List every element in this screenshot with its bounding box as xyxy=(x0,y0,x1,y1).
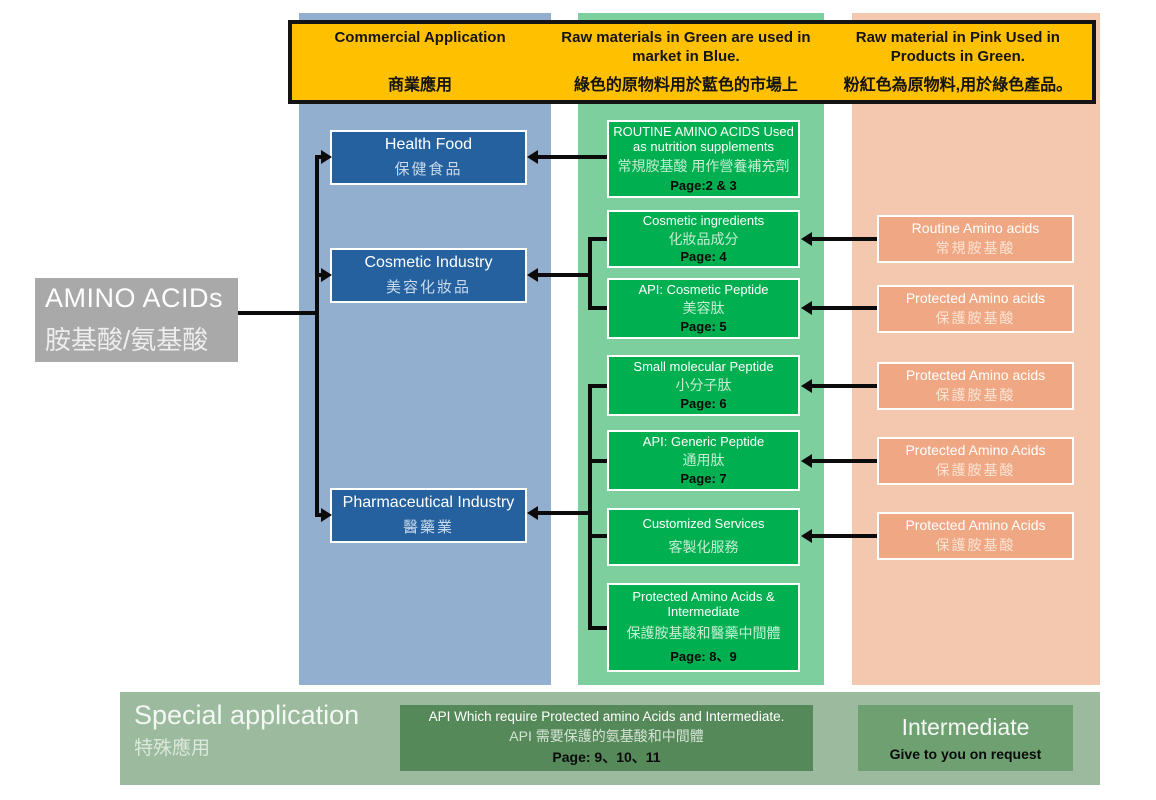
green-box-page: Page: 4 xyxy=(680,248,727,264)
root-title-zh: 胺基酸/氨基酸 xyxy=(45,324,209,355)
box-routine-amino-acids-supplements: ROUTINE AMINO ACIDS Used as nutrition su… xyxy=(607,120,800,198)
green-box-zh: 通用肽 xyxy=(682,452,725,469)
box-pharmaceutical-industry-en: Pharmaceutical Industry xyxy=(342,494,515,511)
box-health-food: Health Food 保健食品 xyxy=(330,130,527,185)
api-special-line1: API Which require Protected amino Acids … xyxy=(428,709,785,725)
box-cosmetic-industry-zh: 美容化妝品 xyxy=(385,279,471,296)
box-cosmetic-industry: Cosmetic Industry 美容化妝品 xyxy=(330,248,527,303)
column-pink-raw-materials xyxy=(852,13,1100,685)
legend-green-rule: Raw materials in Green are used in marke… xyxy=(548,24,824,100)
box-intermediate: Intermediate Give to you on request xyxy=(858,705,1073,771)
intermediate-subtitle: Give to you on request xyxy=(889,746,1042,762)
green-box-en: Cosmetic ingredients xyxy=(642,213,765,229)
green-box-zh: 常規胺基酸 用作營養補充劑 xyxy=(617,158,790,175)
root-box-amino-acids: AMINO ACIDs 胺基酸/氨基酸 xyxy=(35,278,238,362)
legend-pink-rule-zh: 粉紅色為原物料,用於綠色產品。 xyxy=(843,76,1073,94)
box-api-generic-peptide: API: Generic Peptide 通用肽 Page: 7 xyxy=(607,430,800,491)
box-cosmetic-industry-en: Cosmetic Industry xyxy=(364,254,493,271)
legend-banner: Commercial Application 商業應用 Raw material… xyxy=(288,20,1096,104)
pink-box-en: Routine Amino acids xyxy=(911,219,1040,236)
box-raw-routine-amino-acids: Routine Amino acids 常規胺基酸 xyxy=(877,215,1074,263)
box-health-food-zh: 保健食品 xyxy=(394,161,463,178)
pink-box-zh: 保護胺基酸 xyxy=(935,462,1016,479)
green-box-page: Page: 8、9 xyxy=(670,648,737,664)
green-box-page: Page: 5 xyxy=(680,319,727,335)
green-box-en: API: Cosmetic Peptide xyxy=(638,281,769,297)
green-box-en: API: Generic Peptide xyxy=(642,433,765,449)
box-api-cosmetic-peptide: API: Cosmetic Peptide 美容肽 Page: 5 xyxy=(607,278,800,339)
green-box-en: Customized Services xyxy=(642,516,765,532)
green-box-zh: 保護胺基酸和醫藥中間體 xyxy=(626,624,781,641)
green-box-page: Page:2 & 3 xyxy=(670,177,737,193)
pink-box-en: Protected Amino acids xyxy=(905,289,1046,306)
intermediate-title: Intermediate xyxy=(901,714,1030,740)
green-box-en: ROUTINE AMINO ACIDS Used as nutrition su… xyxy=(613,124,794,155)
pink-box-zh: 保護胺基酸 xyxy=(935,387,1016,404)
box-health-food-en: Health Food xyxy=(384,136,473,153)
green-box-en: Protected Amino Acids & Intermediate xyxy=(632,589,775,619)
legend-green-rule-zh: 綠色的原物料用於藍色的市場上 xyxy=(573,76,798,94)
green-box-page: Page: 6 xyxy=(680,396,727,412)
box-pharmaceutical-industry: Pharmaceutical Industry 醫藥業 xyxy=(330,488,527,543)
pink-box-zh: 保護胺基酸 xyxy=(935,537,1016,554)
root-title-en: AMINO ACIDs xyxy=(45,283,224,314)
pink-box-en: Protected Amino acids xyxy=(905,366,1046,383)
api-special-line2: API 需要保護的氨基酸和中間體 xyxy=(509,727,704,744)
box-api-special-application: API Which require Protected amino Acids … xyxy=(400,705,813,771)
box-raw-protected-amino-acids-2: Protected Amino acids 保護胺基酸 xyxy=(877,362,1074,410)
api-special-page: Page: 9、10、11 xyxy=(552,748,661,765)
green-box-zh: 化妝品成分 xyxy=(668,230,739,247)
box-pharmaceutical-industry-zh: 醫藥業 xyxy=(402,519,454,536)
box-protected-amino-acids-intermediate: Protected Amino Acids & Intermediate 保護胺… xyxy=(607,583,800,672)
green-box-zh: 客製化服務 xyxy=(668,538,739,555)
box-raw-protected-amino-acids-4: Protected Amino Acids 保護胺基酸 xyxy=(877,512,1074,560)
box-small-molecular-peptide: Small molecular Peptide 小分子肽 Page: 6 xyxy=(607,355,800,416)
green-box-zh: 美容肽 xyxy=(682,300,725,317)
box-cosmetic-ingredients: Cosmetic ingredients 化妝品成分 Page: 4 xyxy=(607,210,800,268)
green-box-zh: 小分子肽 xyxy=(675,377,732,394)
special-application-en: Special application xyxy=(134,700,360,730)
legend-pink-rule: Raw material in Pink Used in Products in… xyxy=(824,24,1092,100)
green-box-page: Page: 7 xyxy=(680,471,727,487)
special-application-zh: 特殊應用 xyxy=(134,738,211,759)
legend-commercial-en: Commercial Application xyxy=(334,29,506,46)
pink-box-zh: 保護胺基酸 xyxy=(935,310,1016,327)
pink-box-en: Protected Amino Acids xyxy=(905,441,1046,458)
special-application-title: Special application 特殊應用 xyxy=(134,700,359,760)
column-commercial-market xyxy=(299,13,551,685)
box-raw-protected-amino-acids-3: Protected Amino Acids 保護胺基酸 xyxy=(877,437,1074,485)
box-customized-services: Customized Services 客製化服務 xyxy=(607,508,800,566)
box-raw-protected-amino-acids-1: Protected Amino acids 保護胺基酸 xyxy=(877,285,1074,333)
legend-pink-rule-en: Raw material in Pink Used in Products in… xyxy=(855,29,1060,65)
legend-commercial: Commercial Application 商業應用 xyxy=(292,24,548,100)
pink-box-zh: 常規胺基酸 xyxy=(935,240,1016,257)
legend-commercial-zh: 商業應用 xyxy=(388,76,453,94)
green-box-en: Small molecular Peptide xyxy=(633,358,774,374)
legend-green-rule-en: Raw materials in Green are used in marke… xyxy=(561,29,811,65)
pink-box-en: Protected Amino Acids xyxy=(905,516,1046,533)
